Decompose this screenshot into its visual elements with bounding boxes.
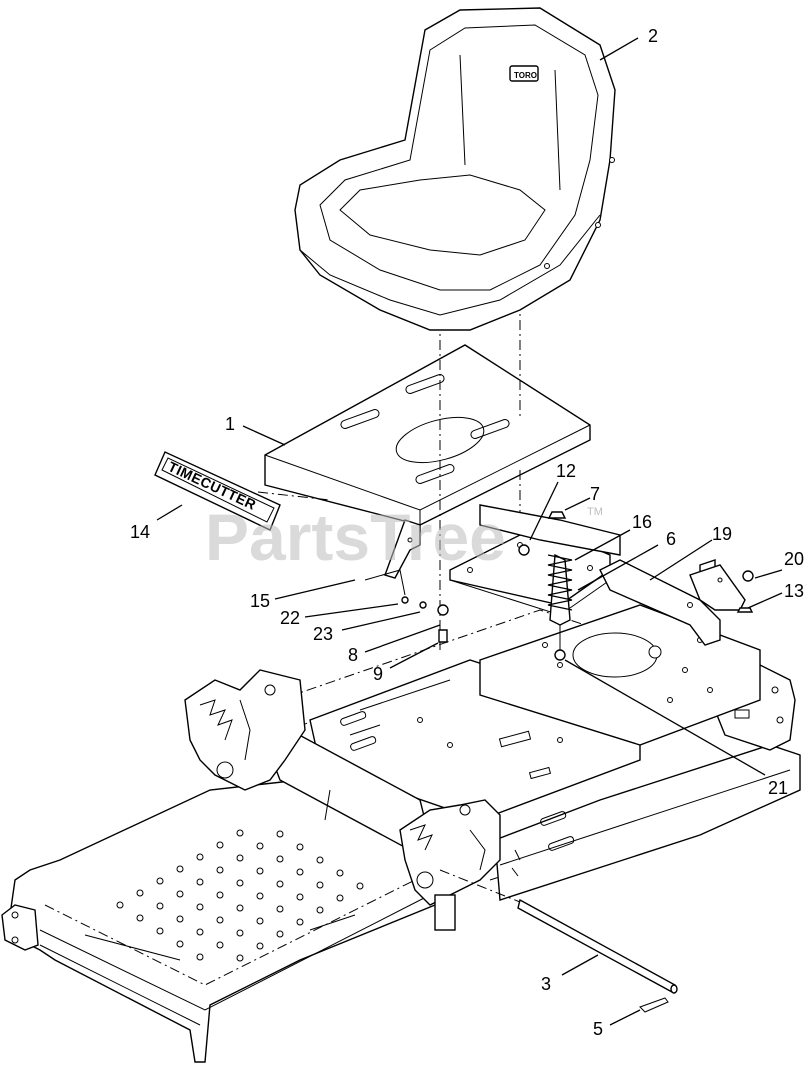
seat-pan — [264, 344, 591, 579]
callout-14: 14 — [130, 522, 150, 542]
callout-9: 9 — [373, 664, 383, 684]
callout-20: 20 — [784, 549, 804, 569]
callout-6: 6 — [666, 529, 676, 549]
callout-8: 8 — [348, 645, 358, 665]
spring — [547, 554, 573, 611]
callout-19: 19 — [712, 524, 732, 544]
callout-3: 3 — [541, 974, 551, 994]
callout-15: 15 — [250, 591, 270, 611]
callout-16: 16 — [632, 512, 652, 532]
callout-21: 21 — [768, 778, 788, 798]
timecutter-decal — [154, 451, 281, 531]
leader-lines — [156, 37, 783, 1026]
seat-logo-text: TORO — [514, 71, 537, 80]
frame-assembly — [1, 604, 801, 1063]
callout-5: 5 — [593, 1019, 603, 1039]
watermark-trademark: TM — [587, 506, 603, 518]
callout-7: 7 — [590, 484, 600, 504]
fasteners — [364, 511, 567, 661]
rear-bracket — [689, 564, 754, 613]
callout-1: 1 — [225, 414, 235, 434]
pivot-rod — [439, 869, 678, 994]
callout-labels: 2 1 14 12 7 16 6 19 20 13 15 22 23 8 9 2… — [130, 26, 804, 1039]
callout-22: 22 — [280, 608, 300, 628]
hairpin-clip — [639, 997, 669, 1013]
callout-13: 13 — [784, 581, 804, 601]
callout-12: 12 — [556, 461, 576, 481]
footrest-holes — [116, 829, 364, 962]
watermark-text: PartsTree — [205, 500, 506, 574]
seat — [294, 7, 616, 331]
callout-23: 23 — [313, 624, 333, 644]
callout-2: 2 — [648, 26, 658, 46]
